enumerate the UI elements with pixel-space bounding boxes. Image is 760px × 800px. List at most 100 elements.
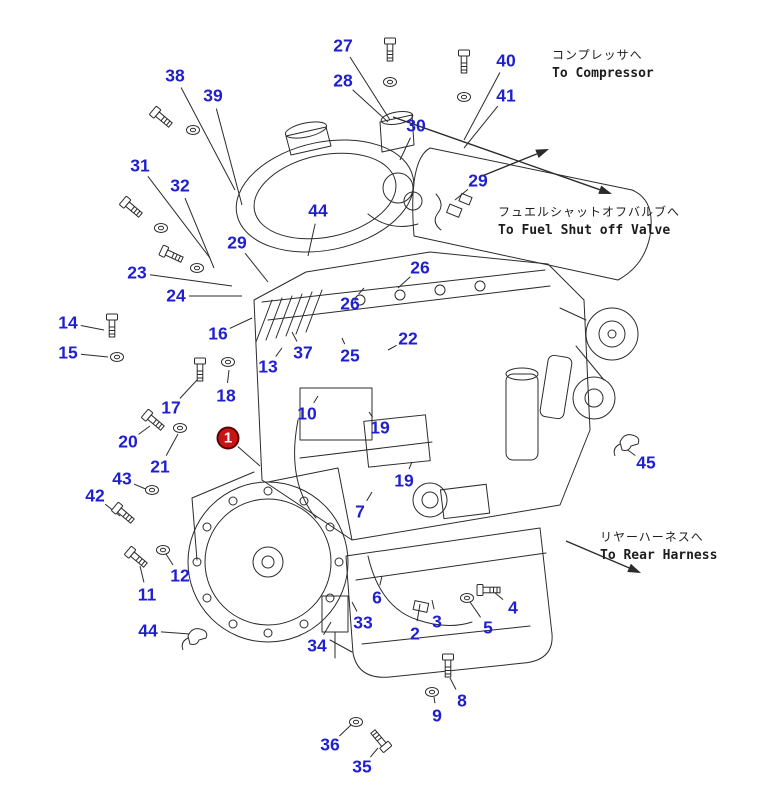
callout-14[interactable]: 14	[58, 312, 78, 333]
leader-line	[138, 425, 151, 435]
callout-40[interactable]: 40	[496, 50, 516, 71]
callout-20[interactable]: 20	[118, 431, 138, 452]
callout-2[interactable]: 2	[410, 623, 420, 644]
leader-line	[180, 87, 236, 191]
callout-43[interactable]: 43	[112, 468, 132, 489]
callout-41[interactable]: 41	[496, 85, 516, 106]
annotation-fuel-jp: フュエルシャットオフバルブへ	[498, 205, 681, 219]
callout-12[interactable]: 12	[170, 565, 190, 586]
callout-9[interactable]: 9	[432, 705, 442, 726]
leader-line	[399, 137, 411, 161]
bolt-icon	[106, 313, 118, 338]
leader-line	[358, 287, 365, 295]
washer-icon	[110, 352, 124, 362]
callout-36[interactable]: 36	[320, 734, 340, 755]
callout-44[interactable]: 44	[308, 200, 328, 221]
leader-line	[339, 723, 353, 737]
annotation-compressor-jp: コンプレッサへ	[552, 48, 643, 62]
callout-30[interactable]: 30	[406, 115, 426, 136]
callout-28[interactable]: 28	[333, 70, 353, 91]
callout-15[interactable]: 15	[58, 342, 78, 363]
leader-line	[416, 603, 421, 622]
bolt-icon	[194, 357, 206, 382]
callout-18[interactable]: 18	[216, 385, 236, 406]
callout-16[interactable]: 16	[208, 323, 228, 344]
callout-23[interactable]: 23	[127, 262, 147, 283]
callout-26[interactable]: 26	[410, 257, 430, 278]
callout-33[interactable]: 33	[353, 612, 373, 633]
annotation-fuel-shutoff-valve: フュエルシャットオフバルブへ To Fuel Shut off Valve	[498, 203, 680, 238]
callout-35[interactable]: 35	[352, 756, 372, 777]
callout-45[interactable]: 45	[636, 452, 656, 473]
washer-icon	[186, 125, 200, 135]
callout-26[interactable]: 26	[340, 293, 360, 314]
washer-icon	[221, 357, 235, 367]
leader-line	[215, 108, 243, 206]
bolt-icon	[111, 501, 135, 524]
leader-line	[179, 379, 198, 399]
washer-icon	[173, 423, 187, 433]
callout-5[interactable]: 5	[483, 617, 493, 638]
callout-11[interactable]: 11	[137, 584, 157, 605]
annotation-rear-jp: リヤーハーネスへ	[600, 530, 704, 544]
direction-arrow	[481, 153, 538, 177]
washer-icon	[156, 545, 170, 555]
callout-37[interactable]: 37	[293, 342, 313, 363]
callout-19[interactable]: 19	[394, 470, 414, 491]
callout-21[interactable]: 21	[150, 456, 170, 477]
washer-icon	[457, 92, 471, 102]
arrowhead-icon	[598, 185, 612, 194]
callout-8[interactable]: 8	[457, 690, 467, 711]
callout-34[interactable]: 34	[307, 635, 327, 656]
leader-line	[244, 252, 269, 283]
callout-6[interactable]: 6	[372, 587, 382, 608]
arrowhead-icon	[627, 563, 641, 573]
callout-13[interactable]: 13	[258, 356, 278, 377]
direction-arrow	[392, 116, 600, 191]
callout-27[interactable]: 27	[333, 35, 353, 56]
callout-4[interactable]: 4	[508, 597, 518, 618]
leader-line	[226, 369, 230, 384]
callout-25[interactable]: 25	[340, 345, 360, 366]
callout-1-highlighted[interactable]: 1	[216, 426, 240, 450]
leader-line	[397, 276, 411, 289]
washer-icon	[190, 263, 204, 273]
callout-7[interactable]: 7	[355, 501, 365, 522]
bolt-icon	[119, 195, 143, 218]
leader-line	[469, 601, 482, 618]
callout-32[interactable]: 32	[170, 175, 190, 196]
bolt-icon	[149, 105, 173, 128]
clip-icon	[181, 628, 208, 651]
callout-42[interactable]: 42	[85, 485, 105, 506]
leader-line	[313, 395, 319, 404]
leader-line	[149, 274, 233, 287]
callout-29[interactable]: 29	[468, 170, 488, 191]
leader-line	[368, 411, 374, 418]
clip-icon	[613, 434, 640, 457]
leader-line	[449, 677, 457, 690]
leader-line	[291, 331, 298, 342]
direction-arrow	[565, 540, 630, 569]
callout-31[interactable]: 31	[130, 155, 150, 176]
bolt-icon	[124, 545, 148, 568]
leader-line	[433, 696, 436, 704]
callout-39[interactable]: 39	[203, 85, 223, 106]
callout-19[interactable]: 19	[370, 417, 390, 438]
bolt-icon	[158, 244, 184, 263]
annotation-compressor-en: To Compressor	[552, 66, 654, 81]
callout-22[interactable]: 22	[398, 328, 418, 349]
callout-29[interactable]: 29	[227, 232, 247, 253]
callout-17[interactable]: 17	[161, 397, 181, 418]
leader-line	[229, 317, 253, 329]
callout-3[interactable]: 3	[432, 611, 442, 632]
leader-line	[160, 631, 191, 635]
callout-44[interactable]: 44	[138, 620, 158, 641]
callout-24[interactable]: 24	[166, 285, 186, 306]
engine-line-art	[187, 110, 652, 678]
leader-line	[431, 599, 435, 610]
callout-38[interactable]: 38	[165, 65, 185, 86]
callout-10[interactable]: 10	[297, 403, 317, 424]
bolt-icon	[370, 729, 393, 753]
washer-icon	[145, 485, 159, 495]
